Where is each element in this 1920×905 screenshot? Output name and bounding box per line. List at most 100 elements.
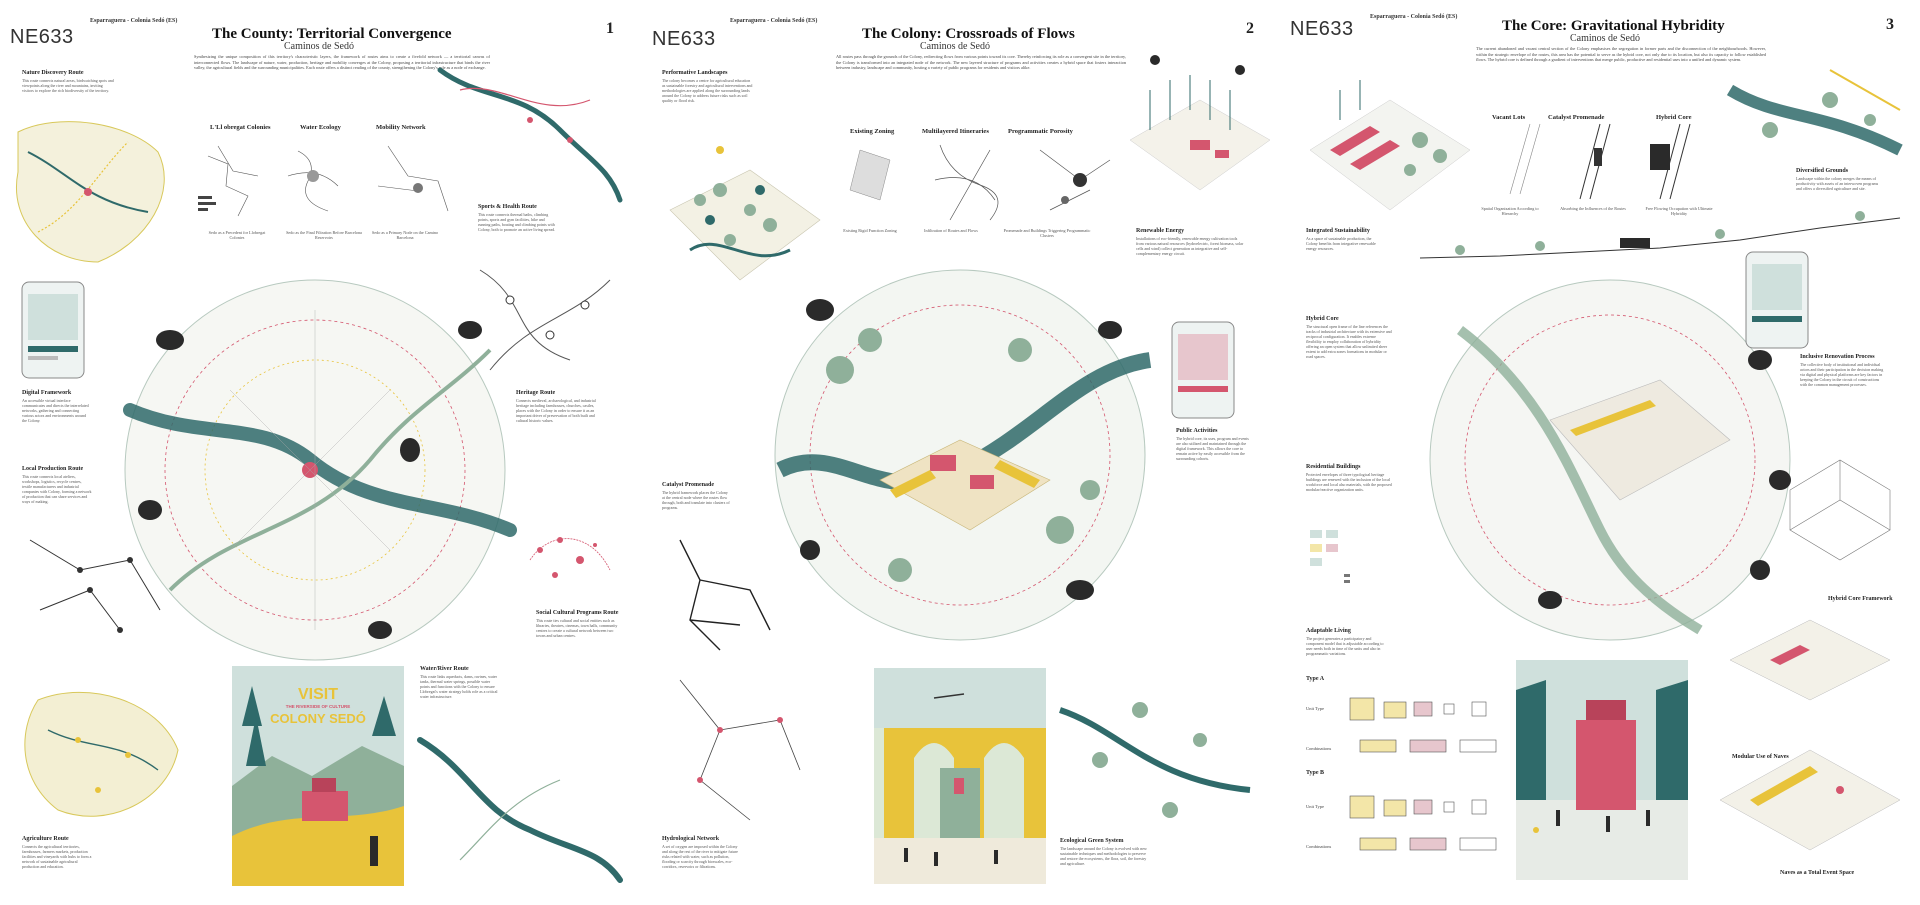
- route-body: Connects medieval, archaeological, and i…: [516, 398, 596, 423]
- diagram-title: Multilayered Itineraries: [922, 128, 989, 135]
- route-title: Heritage Route: [516, 390, 556, 396]
- route-title: Residential Buildings: [1306, 464, 1361, 470]
- route-title: Diversified Grounds: [1796, 168, 1849, 174]
- territorial-circular-map: [123, 279, 517, 661]
- combinations-label: Combinations: [1306, 844, 1332, 849]
- route-body: This route connects local ateliers, work…: [22, 474, 92, 504]
- diagram-caption: Absorbing the Influences of the Routes: [1560, 206, 1626, 211]
- route-title: Public Activities: [1176, 428, 1218, 434]
- intro-text: The current abandoned and vacant central…: [1476, 46, 1766, 63]
- diagram-caption: Existing Rigid Function Zoning: [843, 228, 897, 233]
- panel-subtitle: Caminos de Sedó: [284, 41, 354, 52]
- event-label: Naves as a Total Event Space: [1780, 870, 1855, 876]
- route-title: Agriculture Route: [22, 836, 69, 842]
- route-body: An accessible virtual interface communic…: [22, 398, 89, 423]
- diagram-caption: Sedo as a Precedent for Llobregat Coloni…: [208, 230, 266, 241]
- diagram-graphics: [198, 145, 449, 217]
- social-route-map: [529, 537, 611, 578]
- route-title: Hydrological Network: [662, 836, 720, 842]
- route-body: Protected envelopes of three typological…: [1306, 472, 1392, 492]
- project-code: NE633: [652, 28, 716, 50]
- diagram-title: Programmatic Porosity: [1008, 128, 1073, 135]
- intro-text: Synthesizing the unique composition of t…: [194, 54, 490, 71]
- route-body: The colony becomes a centre for agricult…: [662, 78, 753, 103]
- panel-core: NE633 Esparraguera - Colonia Sedó (ES) T…: [1280, 0, 1920, 905]
- project-code: NE633: [10, 26, 74, 48]
- diagram-caption: Sedo as a Primary Node on the Camino Bar…: [371, 230, 439, 241]
- ecological-map: [1059, 702, 1251, 818]
- unit-type-drawings: [1349, 697, 1497, 851]
- naves-isometric: [1719, 619, 1901, 851]
- panel-number: 1: [606, 20, 614, 37]
- route-body: As a space of sustainable production, th…: [1306, 236, 1376, 251]
- diagram-caption: Spatial Organization According to Hierar…: [1481, 206, 1539, 217]
- unit-type-label: Unit Type: [1306, 804, 1324, 809]
- combinations-label: Combinations: [1306, 746, 1332, 751]
- intro-text: All routes pass through the grounds of t…: [836, 54, 1126, 71]
- diagram-title: Hybrid Core: [1656, 114, 1692, 121]
- diagram-title: L'Ll obregat Colonies: [210, 124, 271, 131]
- diagram-caption: Promenade and Buildings Triggering Progr…: [1003, 228, 1091, 239]
- phone-mockup: [1171, 321, 1235, 419]
- route-body: The hybrid core, its uses, program and e…: [1176, 436, 1249, 461]
- hydrological-map: [679, 679, 801, 821]
- poster-line2: THE RIVERSIDE OF CULTURE: [285, 704, 351, 709]
- core-circular-map: [1429, 279, 1791, 641]
- route-title: Social Cultural Programs Route: [536, 610, 619, 616]
- panel-title: The Core: Gravitational Hybridity: [1502, 18, 1725, 34]
- panel-title: The Colony: Crossroads of Flows: [862, 26, 1075, 42]
- heritage-route-map: [479, 269, 611, 371]
- location-label: Esparraguera - Colonia Sedó (ES): [730, 18, 818, 24]
- route-title: Sports & Health Route: [478, 204, 537, 210]
- route-body: This route ties cultural and social enti…: [536, 618, 618, 638]
- phone-mockup: [21, 281, 85, 379]
- type-a-label: Type A: [1306, 676, 1325, 682]
- route-title: Adaptable Living: [1306, 628, 1351, 634]
- promenade-plan: [679, 539, 771, 651]
- diagram-graphics: [849, 144, 1111, 221]
- route-body: The hybrid framework places the Colony a…: [662, 490, 730, 510]
- energy-isometric: [1129, 55, 1271, 191]
- route-body: The project generates a participatory an…: [1306, 636, 1384, 656]
- panel-number: 3: [1886, 16, 1894, 33]
- route-title: Performative Landscapes: [662, 70, 728, 76]
- route-body: Landscape within the colony merges the m…: [1796, 176, 1879, 191]
- sports-route-map: [437, 67, 623, 203]
- project-code: NE633: [1290, 18, 1354, 40]
- route-title: Nature Discovery Route: [22, 70, 84, 76]
- route-body: Connects the agricultural territories, f…: [22, 844, 92, 869]
- diagram-title: Catalyst Promenade: [1548, 114, 1605, 121]
- grounds-isometric: [1726, 69, 1903, 156]
- panel-county: NE633 Esparraguera - Colonia Sedó (ES) T…: [0, 0, 640, 905]
- location-label: Esparraguera - Colonia Sedó (ES): [90, 18, 178, 24]
- diagram-caption: Free Flowing Occupation with Ultimate Hy…: [1645, 206, 1713, 217]
- route-body: Installations of eco-friendly, renewable…: [1136, 236, 1244, 256]
- modular-label: Modular Use of Naves: [1732, 754, 1789, 760]
- nature-route-map: [16, 121, 165, 263]
- route-title: Digital Framework: [22, 390, 72, 396]
- route-body: The structural open frame of the line re…: [1306, 324, 1392, 359]
- route-body: This route links aqueducts, dams, ravine…: [420, 674, 498, 699]
- route-body: A set of oxygen are imposed within the C…: [662, 844, 738, 869]
- route-title: Renewable Energy: [1136, 228, 1185, 234]
- framework-label: Hybrid Core Framework: [1828, 596, 1893, 602]
- diagram-title: Water Ecology: [300, 124, 341, 131]
- route-title: Hybrid Core: [1306, 316, 1339, 322]
- colony-circular-map: [774, 269, 1152, 641]
- water-route-map: [417, 737, 623, 883]
- poster-line1: VISIT: [297, 686, 338, 703]
- production-route-map: [29, 539, 161, 633]
- diagram-title: Vacant Lots: [1492, 114, 1526, 121]
- panel-number: 2: [1246, 20, 1254, 37]
- sustainability-isometric: [1309, 80, 1471, 211]
- landscape-isometric: [669, 146, 821, 281]
- site-section: [1419, 211, 1901, 259]
- route-title: Catalyst Promenade: [662, 482, 715, 488]
- route-body: This route connects thermal baths, climb…: [478, 212, 556, 232]
- route-title: Ecological Green System: [1060, 838, 1124, 844]
- route-title: Inclusive Renovation Process: [1800, 354, 1875, 360]
- phone-mockup: [1745, 251, 1809, 349]
- route-body: This route connects natural areas, birdw…: [22, 78, 114, 93]
- route-title: Integrated Sustainability: [1306, 228, 1370, 234]
- panel-title: The County: Territorial Convergence: [212, 26, 452, 42]
